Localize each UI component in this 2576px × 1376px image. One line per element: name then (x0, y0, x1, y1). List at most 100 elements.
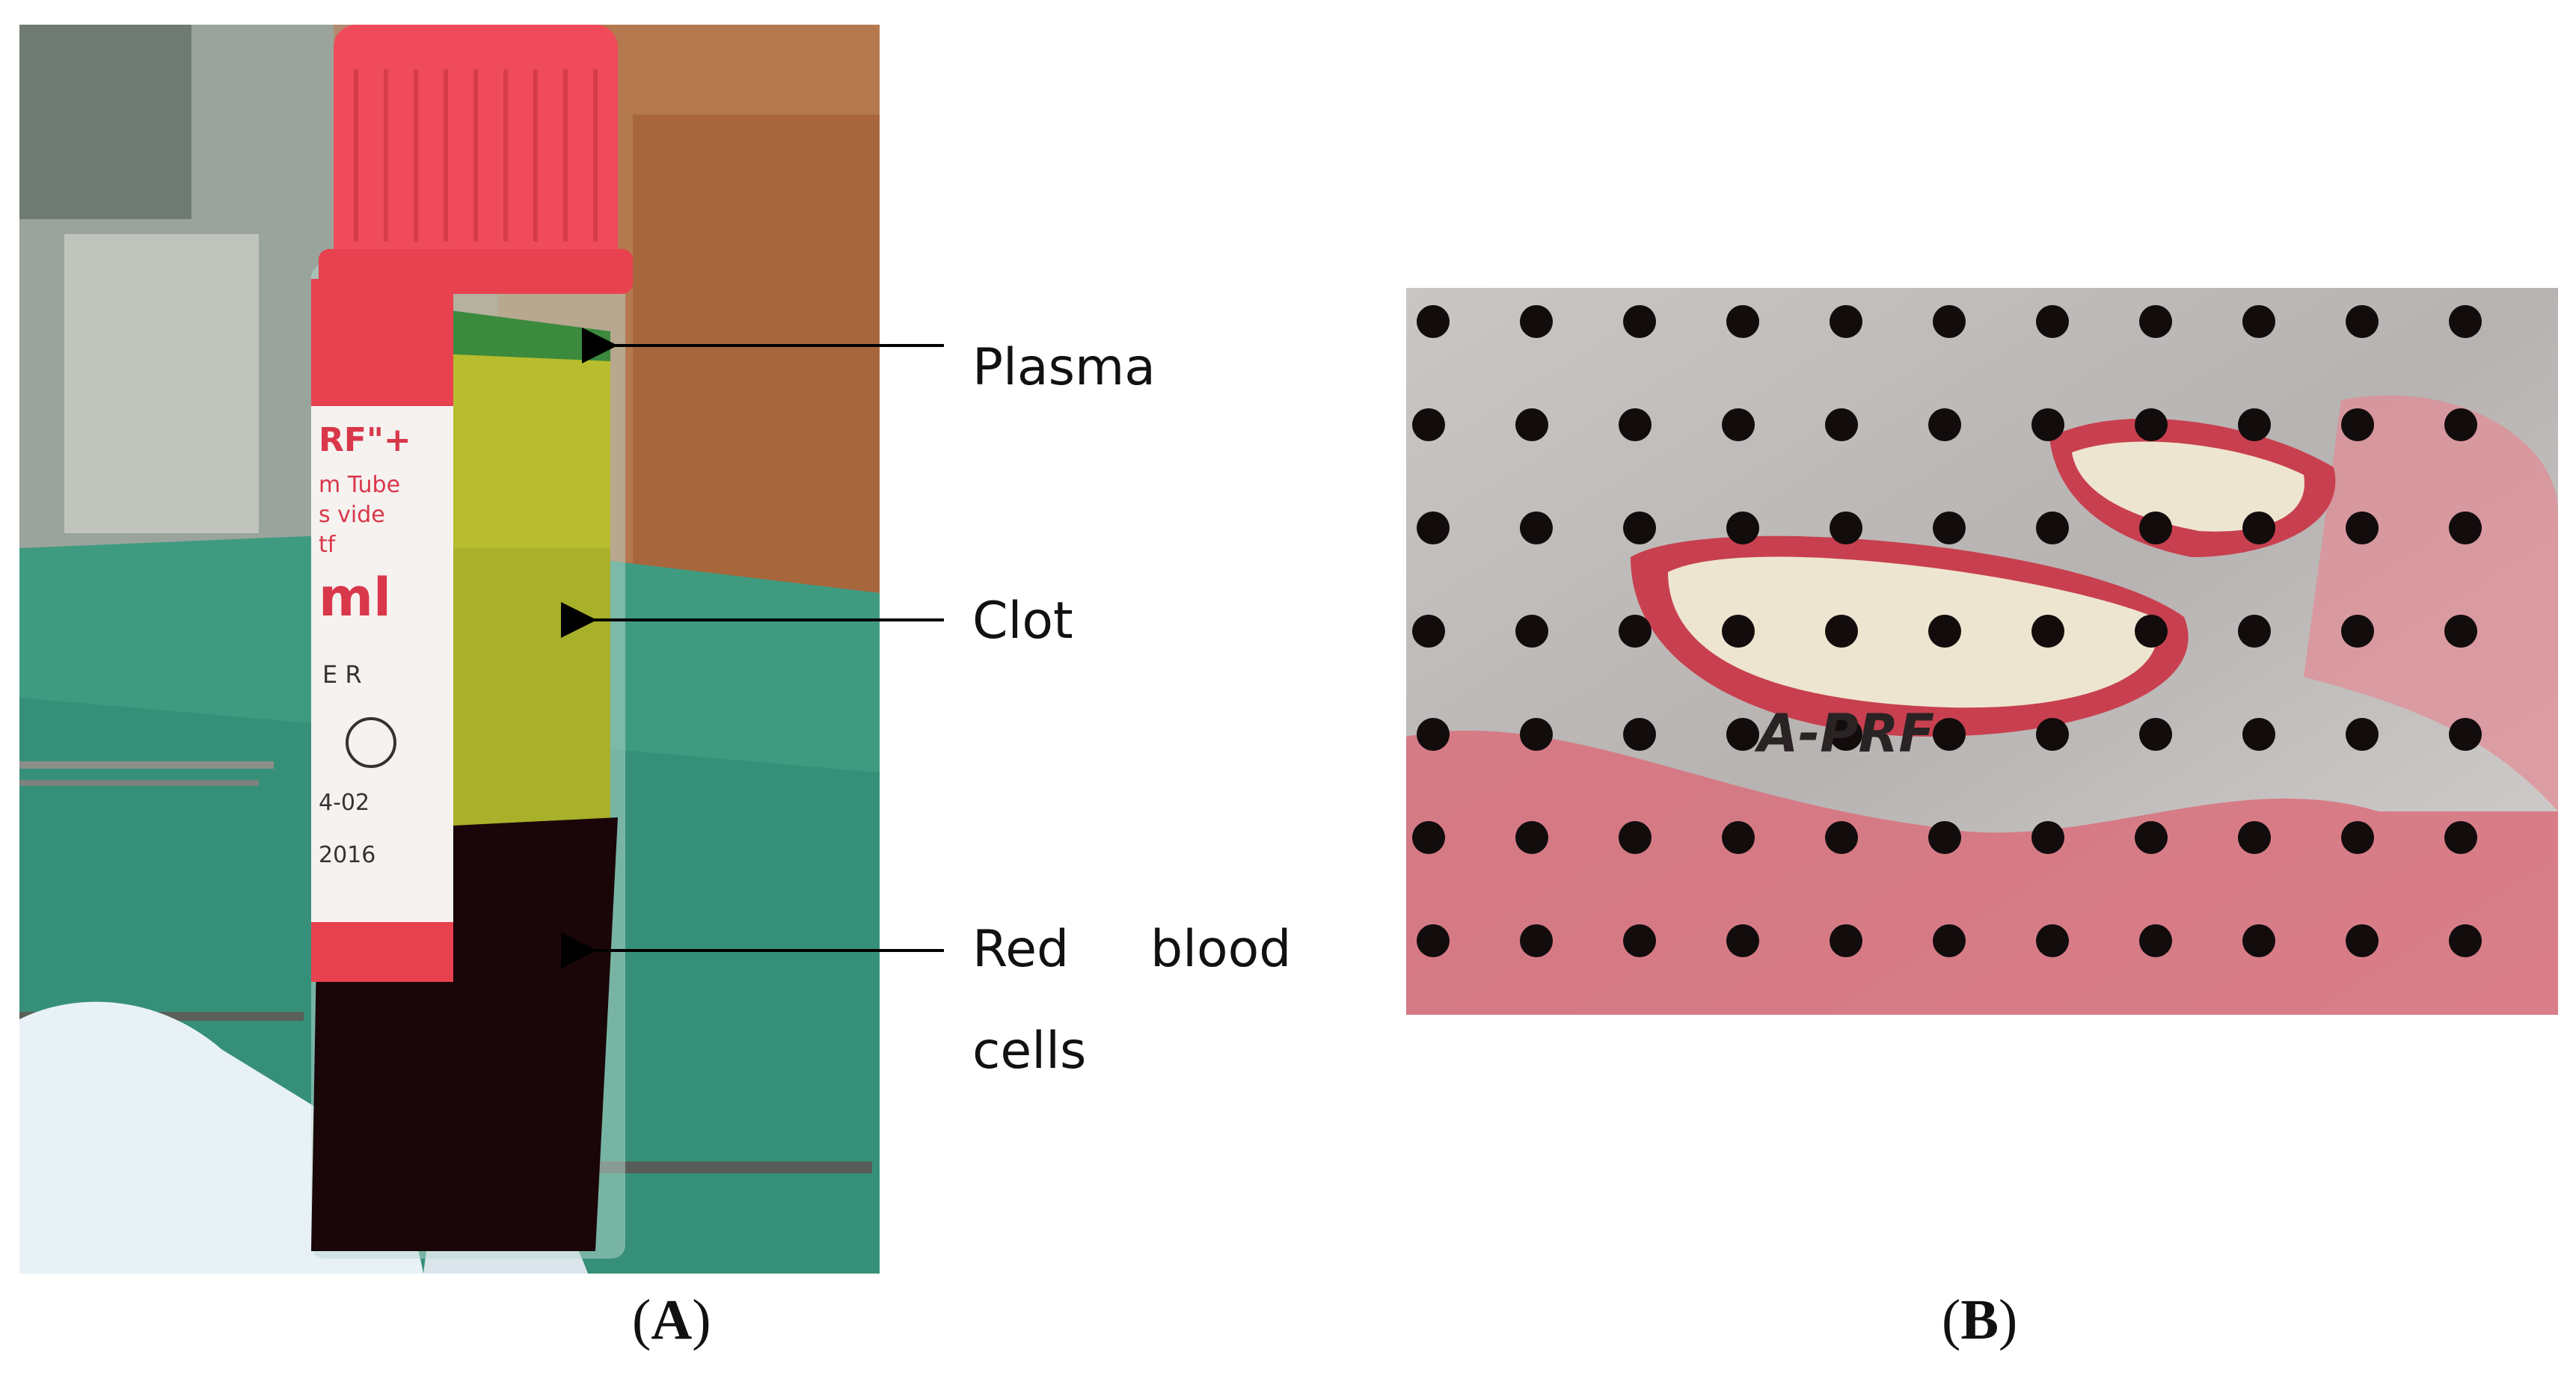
tray-hole (1722, 408, 1755, 441)
tray-hole (2449, 718, 2482, 751)
tray-hole (1933, 305, 1966, 338)
tray-hole (2242, 305, 2275, 338)
tray-hole (1417, 924, 1450, 957)
rbc-label-word1: Red (972, 920, 1070, 979)
tray-hole (2135, 408, 2168, 441)
tray-hole (2036, 924, 2069, 957)
tray-hole (1726, 305, 1759, 338)
tray-hole (2031, 408, 2064, 441)
tray-hole (2242, 924, 2275, 957)
tray-hole (1933, 924, 1966, 957)
tray-hole (2139, 512, 2172, 544)
tray-perforations (1412, 305, 2482, 957)
tray-hole (2036, 718, 2069, 751)
tray-hole (2346, 305, 2379, 338)
tube-label-line1: m Tube (319, 472, 400, 498)
prf-clot-small (2072, 441, 2304, 532)
tray-hole (2346, 924, 2379, 957)
tray-hole (1623, 305, 1656, 338)
tray-hole (1825, 615, 1858, 648)
tray-hole (2238, 821, 2271, 854)
tray-hole (1928, 821, 1961, 854)
tray-hole (1825, 408, 1858, 441)
tray-hole (2444, 408, 2477, 441)
tray-hole (1412, 408, 1445, 441)
tray-hole (2139, 305, 2172, 338)
tube-label-volume: ml (319, 567, 391, 628)
rbc-label-word2: blood (1150, 920, 1292, 979)
tray-hole (2238, 408, 2271, 441)
tray-hole (2139, 924, 2172, 957)
tray-hole (1520, 305, 1553, 338)
tray-hole (2242, 718, 2275, 751)
tray-hole (1830, 512, 1862, 544)
tray-hole (2449, 512, 2482, 544)
prf-clot-large (1668, 556, 2158, 708)
tray-hole (1412, 821, 1445, 854)
tray-hole (2341, 821, 2374, 854)
tray-hole (1515, 408, 1548, 441)
tray-hole (1825, 821, 1858, 854)
tray-hole (1722, 615, 1755, 648)
tray-hole (1722, 821, 1755, 854)
tray-hole (1515, 821, 1548, 854)
tray-hole (2139, 718, 2172, 751)
tray-hole (1623, 924, 1656, 957)
tube-label-line2: s vide (319, 502, 385, 528)
tray-hole (2242, 512, 2275, 544)
tray-hole (2341, 615, 2374, 648)
tray-hole (1928, 408, 1961, 441)
tray-hole (1619, 821, 1652, 854)
tray-hole (1520, 512, 1553, 544)
tube-label-date1: 4-02 (319, 790, 369, 816)
photo-panel-a: RF"+ m Tube s vide tf ml E R 4-02 2016 (19, 25, 880, 1274)
tube-photo: RF"+ m Tube s vide tf ml E R 4-02 2016 (19, 25, 880, 1274)
tube-label-date2: 2016 (319, 842, 375, 868)
tray-hole (2449, 305, 2482, 338)
tray-hole (2036, 512, 2069, 544)
photo-panel-b: A-PRF (1406, 288, 2558, 1015)
tray-hole (1417, 512, 1450, 544)
tray-brand-text: A-PRF (1754, 703, 1934, 764)
tray-hole (2031, 615, 2064, 648)
tray-hole (2346, 718, 2379, 751)
tray-hole (1417, 718, 1450, 751)
tray-hole (1412, 615, 1445, 648)
tray-hole (1830, 924, 1862, 957)
tray-hole (2444, 821, 2477, 854)
tray-hole (1726, 924, 1759, 957)
tray-hole (2031, 821, 2064, 854)
tray-hole (2346, 512, 2379, 544)
tray-hole (1619, 615, 1652, 648)
caption-b: (B) (1942, 1289, 2018, 1351)
tray-hole (1726, 718, 1759, 751)
tray-hole (1933, 512, 1966, 544)
tray-hole (1520, 718, 1553, 751)
clot-label: Clot (972, 592, 1073, 651)
tray-hole (1623, 718, 1656, 751)
rbc-label-line2: cells (972, 1022, 1087, 1081)
tube-label-boxes: E R (322, 660, 362, 689)
tray-hole (1417, 305, 1450, 338)
tray-hole (1619, 408, 1652, 441)
tray-hole (1928, 615, 1961, 648)
single-use-icon (346, 717, 396, 768)
caption-a: (A) (632, 1289, 711, 1351)
tray-hole (1830, 718, 1862, 751)
tray-hole (2135, 821, 2168, 854)
tray-hole (1520, 924, 1553, 957)
tray-hole (1726, 512, 1759, 544)
tray-hole (2135, 615, 2168, 648)
tray-hole (1623, 512, 1656, 544)
tube-label-line3: tf (319, 532, 337, 558)
tray-hole (1933, 718, 1966, 751)
tube-label-brand: RF"+ (319, 421, 411, 459)
tray-hole (1830, 305, 1862, 338)
tray-hole (2238, 615, 2271, 648)
tray-hole (2449, 924, 2482, 957)
tray-hole (2444, 615, 2477, 648)
tray-hole (2341, 408, 2374, 441)
tray-photo: A-PRF (1406, 288, 2558, 1015)
plasma-label: Plasma (972, 338, 1156, 397)
